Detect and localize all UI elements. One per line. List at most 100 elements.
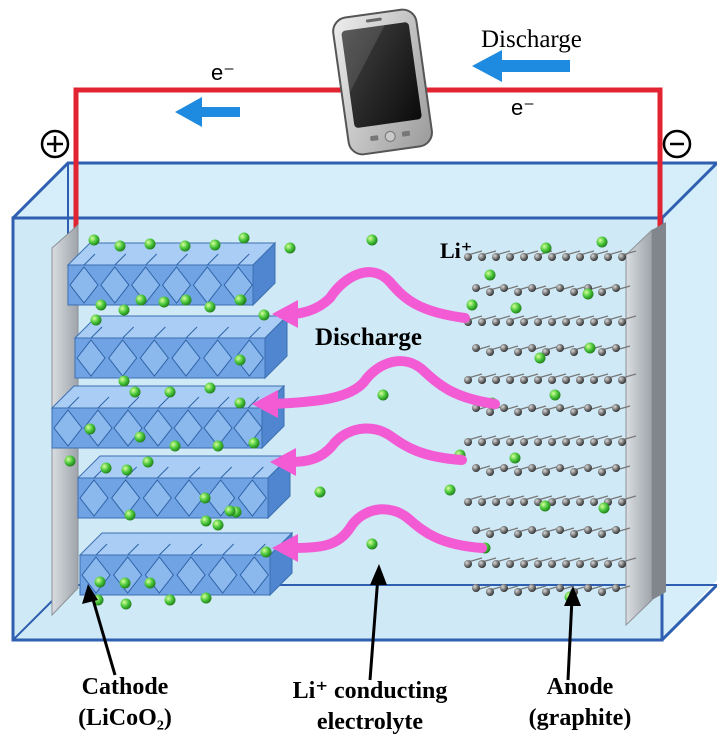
lithium-ion bbox=[366, 234, 378, 246]
lithium-ion bbox=[121, 464, 133, 476]
ion-migration-arrows bbox=[267, 267, 500, 553]
anode-plate bbox=[625, 222, 666, 627]
lithium-ion bbox=[119, 577, 131, 589]
graphite-layer bbox=[464, 435, 637, 446]
lithium-ion bbox=[596, 236, 608, 248]
lithium-ion bbox=[534, 352, 546, 364]
ion-arrowheads bbox=[252, 300, 298, 562]
lithium-ion bbox=[95, 299, 107, 311]
lithium-ion bbox=[100, 462, 112, 474]
lithium-ion bbox=[212, 519, 224, 531]
ion-arrow-2 bbox=[267, 356, 500, 409]
lithium-ion bbox=[238, 232, 250, 244]
cathode-label-line2: (LiCoO₂) bbox=[78, 705, 172, 731]
lithium-ion bbox=[164, 386, 176, 398]
electron-arrow-left bbox=[175, 97, 240, 127]
lithium-ion bbox=[144, 238, 156, 250]
lithium-ion bbox=[144, 577, 156, 589]
anode-label-line1: Anode bbox=[546, 674, 614, 700]
cathode-slab bbox=[50, 384, 286, 450]
ion-arrow-4 bbox=[287, 504, 487, 553]
lithium-ion bbox=[234, 397, 246, 409]
lithium-ion bbox=[90, 314, 102, 326]
lithium-ion bbox=[179, 240, 191, 252]
lithium-ion bbox=[444, 484, 456, 496]
negative-terminal-icon bbox=[662, 129, 692, 159]
cathode-label-line1: Cathode bbox=[81, 674, 169, 700]
discharge-top-label: Discharge bbox=[481, 26, 582, 53]
graphite-layer bbox=[464, 250, 637, 261]
lithium-ion bbox=[284, 242, 296, 254]
lithium-ion bbox=[94, 576, 106, 588]
ion-arrow-3 bbox=[285, 423, 467, 467]
lithium-ion bbox=[129, 386, 141, 398]
electrolyte-label-line1: Li⁺ conducting bbox=[292, 678, 448, 704]
lithium-ion bbox=[84, 423, 96, 435]
lithium-ion bbox=[212, 440, 224, 452]
lithium-ion bbox=[64, 455, 76, 467]
lithium-ion bbox=[540, 242, 552, 254]
lithium-ion bbox=[88, 234, 100, 246]
graphite-layer bbox=[464, 373, 637, 384]
discharge-mid-label: Discharge bbox=[315, 324, 422, 351]
lithium-ion bbox=[584, 342, 596, 354]
lithium-ion bbox=[209, 239, 221, 251]
lithium-ion bbox=[164, 594, 176, 606]
lithium-ion bbox=[200, 515, 212, 527]
lithium-ion bbox=[135, 294, 147, 306]
electrolyte-label: Li⁺ conducting electrolyte bbox=[270, 676, 470, 738]
lithium-ion bbox=[366, 538, 378, 550]
cathode-slab bbox=[73, 314, 289, 380]
graphite-layer bbox=[472, 526, 631, 538]
lithium-ion bbox=[598, 502, 610, 514]
graphite-layer bbox=[464, 315, 637, 326]
lithium-ion bbox=[314, 486, 326, 498]
ion-arrow-1 bbox=[285, 267, 470, 323]
smartphone-icon bbox=[332, 8, 433, 156]
lithium-ion bbox=[509, 452, 521, 464]
cathode-slab bbox=[78, 531, 294, 597]
electron-left-label: e⁻ bbox=[211, 60, 235, 85]
pointer-arrows bbox=[82, 564, 581, 681]
cathode-label: Cathode (LiCoO₂) bbox=[55, 672, 195, 734]
lithium-ion bbox=[204, 382, 216, 394]
lithium-ion bbox=[120, 598, 132, 610]
positive-terminal-icon bbox=[40, 129, 70, 159]
lithium-ion bbox=[124, 509, 136, 521]
lithium-ion bbox=[549, 389, 561, 401]
lithium-ion bbox=[582, 288, 594, 300]
lithium-ion bbox=[180, 294, 192, 306]
lithium-ion bbox=[204, 301, 216, 313]
graphite-anode-layers bbox=[464, 250, 637, 596]
graphite-layer bbox=[472, 464, 631, 476]
lithium-ion bbox=[234, 294, 246, 306]
lithium-ion bbox=[134, 431, 146, 443]
lithium-ion bbox=[118, 304, 130, 316]
electron-right-label: e⁻ bbox=[511, 95, 535, 120]
lithium-ion bbox=[234, 354, 246, 366]
electrolyte-label-line2: electrolyte bbox=[316, 709, 424, 735]
lithium-ion bbox=[142, 456, 154, 468]
lithium-ion bbox=[114, 240, 126, 252]
lithium-ion bbox=[539, 500, 551, 512]
lithium-ion bbox=[248, 437, 260, 449]
lithium-ion bbox=[377, 389, 389, 401]
lithium-ions bbox=[64, 232, 610, 610]
lithium-ion bbox=[118, 375, 130, 387]
electron-arrow-right bbox=[472, 50, 570, 82]
lithium-ion bbox=[200, 592, 212, 604]
lithium-ion bbox=[510, 302, 522, 314]
lithium-ion bbox=[199, 492, 211, 504]
graphite-layer bbox=[472, 404, 631, 416]
lithium-ion bbox=[466, 299, 478, 311]
lithium-ion bbox=[169, 440, 181, 452]
lithium-ion bbox=[258, 309, 270, 321]
anode-label: Anode (graphite) bbox=[510, 672, 650, 734]
graphite-layer bbox=[464, 495, 637, 506]
graphite-layer bbox=[464, 557, 637, 568]
li-ion-top-label: Li⁺ bbox=[440, 238, 473, 263]
lithium-ion bbox=[260, 546, 272, 558]
lithium-ion bbox=[484, 269, 496, 281]
anode-label-line2: (graphite) bbox=[528, 705, 632, 731]
